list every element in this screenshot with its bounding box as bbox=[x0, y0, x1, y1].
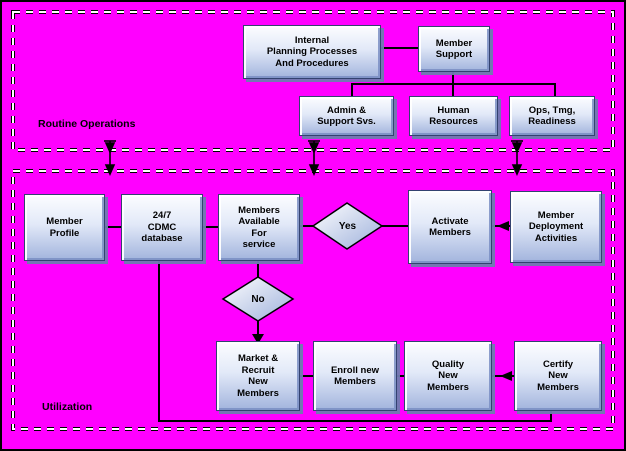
node-human-resources: Human Resources bbox=[409, 96, 498, 136]
feedback-loop-line bbox=[158, 260, 552, 422]
arrow-certify-to-quality bbox=[500, 371, 512, 381]
node-cdmc-database: 24/7 CDMC database bbox=[121, 194, 203, 261]
node-members-available: Members Available For service bbox=[218, 194, 300, 261]
region-label-utilization: Utilization bbox=[42, 401, 93, 413]
yes-diamond-shape bbox=[311, 202, 384, 250]
node-enroll-new-members: Enroll new Members bbox=[313, 341, 397, 411]
node-internal-planning: Internal Planning Processes And Procedur… bbox=[243, 25, 381, 79]
node-activate-members: Activate Members bbox=[408, 190, 492, 264]
no-decision-label: No bbox=[251, 293, 265, 305]
yes-decision-label: Yes bbox=[338, 220, 357, 232]
node-member-support: Member Support bbox=[418, 26, 490, 72]
arrowheads bbox=[252, 221, 512, 381]
lane-link-arrow-2 bbox=[308, 140, 320, 176]
no-diamond-shape bbox=[221, 276, 295, 322]
node-admin-support-svs: Admin & Support Svs. bbox=[299, 96, 394, 136]
node-member-profile: Member Profile bbox=[24, 194, 105, 261]
lane-link-arrow-3 bbox=[511, 140, 523, 176]
node-quality-new-members: Quality New Members bbox=[404, 341, 492, 411]
node-market-recruit: Market & Recruit New Members bbox=[216, 341, 300, 411]
decision-diamonds bbox=[221, 202, 384, 322]
arrow-no-to-market bbox=[252, 334, 264, 344]
lane-link-arrow-1 bbox=[104, 140, 116, 176]
region-label-routine-operations: Routine Operations bbox=[38, 118, 136, 130]
region-routine-operations-border bbox=[11, 10, 615, 152]
arrow-deployment-to-activate bbox=[497, 221, 509, 231]
node-certify-new-members: Certify New Members bbox=[514, 341, 602, 411]
node-ops-tmg-readiness: Ops, Tmg, Readiness bbox=[509, 96, 595, 136]
connectors bbox=[103, 47, 556, 422]
lane-link-arrows bbox=[104, 140, 523, 176]
node-member-deployment: Member Deployment Activities bbox=[510, 191, 602, 263]
